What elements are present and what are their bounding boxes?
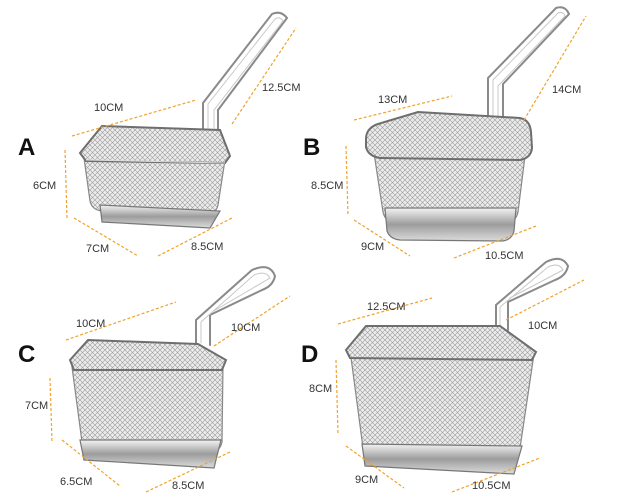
guide-b-handle-length	[523, 15, 587, 121]
guide-c-top-width	[65, 301, 177, 341]
dim-c-base-width: 8.5CM	[172, 480, 205, 492]
basket-c-top-rim	[68, 338, 228, 371]
dim-a-handle-length: 12.5CM	[262, 82, 301, 94]
basket-c-mesh	[71, 364, 224, 453]
panel-label-c: C	[18, 341, 36, 368]
basket-d-top-rim	[344, 325, 538, 362]
basket-a-handle	[202, 11, 289, 131]
basket-a-top-rim	[78, 124, 232, 165]
dim-a-base-width: 8.5CM	[191, 241, 224, 253]
guide-c-base-depth	[61, 439, 121, 487]
dim-b-height: 8.5CM	[311, 180, 344, 192]
guide-a-top-width	[71, 99, 197, 137]
dim-d-top-width: 12.5CM	[367, 301, 406, 313]
dim-b-handle-length: 14CM	[552, 84, 582, 96]
dim-b-base-depth: 9CM	[361, 241, 385, 253]
panel-label-a: A	[18, 134, 36, 161]
guide-a-base-width	[157, 217, 233, 257]
basket-b-handle	[487, 6, 571, 126]
dim-d-handle-length: 10CM	[528, 320, 558, 332]
basket-d	[344, 257, 570, 475]
dim-a-top-width: 10CM	[94, 102, 124, 114]
panel-label-d: D	[301, 341, 319, 368]
guide-a-height	[64, 149, 68, 219]
guide-d-height	[335, 359, 339, 435]
dim-d-base-width: 10.5CM	[472, 480, 511, 492]
basket-d-mesh	[349, 349, 535, 461]
basket-d-handle	[495, 257, 570, 331]
dim-c-height: 7CM	[25, 400, 49, 412]
basket-b-top-rim	[365, 110, 534, 162]
basket-d-base-frame	[361, 443, 523, 475]
basket-c-handle	[195, 266, 277, 346]
guide-a-base-depth	[73, 217, 139, 257]
guide-b-base-depth	[353, 219, 411, 257]
basket-a-base-frame	[99, 204, 222, 229]
panel-label-b: B	[303, 134, 321, 161]
guide-c-handle-length	[213, 295, 291, 347]
dim-c-base-depth: 6.5CM	[60, 476, 93, 488]
dim-a-height: 6CM	[33, 180, 57, 192]
dimension-guide-lines	[49, 15, 587, 493]
guide-d-base-depth	[345, 445, 405, 489]
guide-b-top-width	[353, 95, 453, 121]
guide-d-base-width	[451, 457, 541, 493]
dim-c-handle-length: 10CM	[231, 322, 261, 334]
basket-c-base-frame	[79, 439, 222, 469]
basket-a	[78, 11, 289, 229]
basket-b	[365, 6, 571, 242]
dim-a-base-depth: 7CM	[86, 243, 110, 255]
dim-c-top-width: 10CM	[76, 318, 106, 330]
dim-d-base-depth: 9CM	[355, 474, 379, 486]
basket-c	[68, 266, 277, 469]
dim-b-top-width: 13CM	[378, 94, 408, 106]
guide-c-height	[49, 377, 53, 443]
dim-d-height: 8CM	[309, 383, 333, 395]
dim-b-base-width: 10.5CM	[485, 250, 524, 262]
guide-a-handle-length	[231, 27, 297, 125]
guide-b-height	[345, 145, 349, 217]
basket-b-base-frame	[384, 207, 517, 242]
guide-d-top-width	[337, 297, 433, 325]
guide-c-base-width	[145, 451, 231, 493]
